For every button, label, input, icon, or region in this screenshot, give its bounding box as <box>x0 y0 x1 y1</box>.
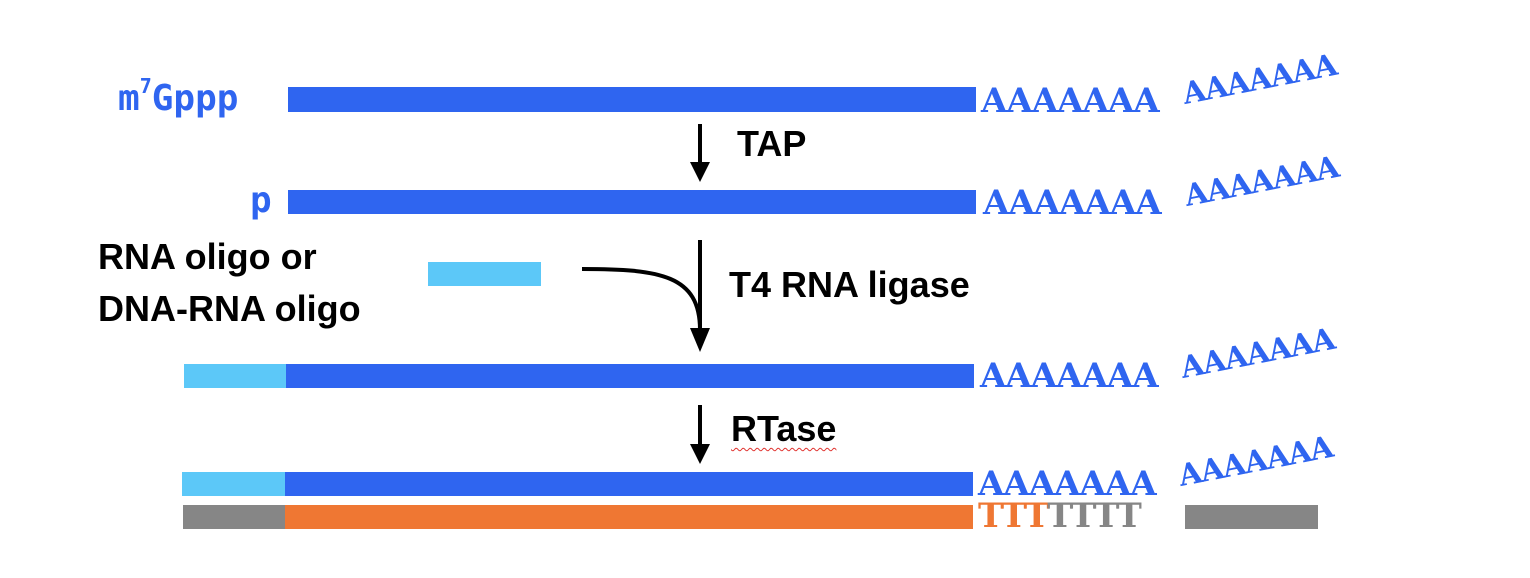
arrow-rtase-head <box>690 444 710 464</box>
arrow-tap-head <box>690 162 710 182</box>
step-rtase-label: RTase <box>731 408 837 449</box>
mrna-bar-row4 <box>285 472 973 496</box>
polya-row1-straight: AAAAAAA <box>981 81 1160 121</box>
oligo-dt-orange: TTT <box>978 496 1048 536</box>
mrna-bar-row3 <box>286 364 974 388</box>
cap-gppp: Gppp <box>151 78 239 119</box>
arrow-ligase-curve <box>581 267 702 331</box>
adapter-bar-row4 <box>182 472 285 496</box>
cap-label: m7Gppp <box>118 74 239 119</box>
adapter-oligo-bar <box>428 262 541 286</box>
cap-m: m <box>118 78 140 119</box>
polya-row4-straight: AAAAAAA <box>978 464 1157 504</box>
phosphate-label: p <box>250 180 272 221</box>
polya-row3-straight: AAAAAAA <box>980 356 1159 396</box>
oligo-dt-gray: TTTT <box>1047 496 1142 536</box>
oligo-label-line2: DNA-RNA oligo <box>98 288 361 329</box>
primer-bar-right <box>1185 505 1318 529</box>
polya-row2-straight: AAAAAAA <box>983 183 1162 223</box>
primer-bar-left <box>183 505 285 529</box>
arrow-ligase-head <box>690 328 710 352</box>
mrna-bar-row2 <box>288 190 976 214</box>
step-tap-label: TAP <box>737 123 807 164</box>
adapter-bar-row3 <box>184 364 286 388</box>
oligo-label-line1: RNA oligo or <box>98 236 317 277</box>
cdna-bar <box>285 505 973 529</box>
mrna-bar-row1 <box>288 87 976 112</box>
step-ligase-label: T4 RNA ligase <box>729 264 970 305</box>
cap-superscript: 7 <box>139 74 152 98</box>
oligo-dt-label: TTTTTTT <box>978 496 1142 536</box>
